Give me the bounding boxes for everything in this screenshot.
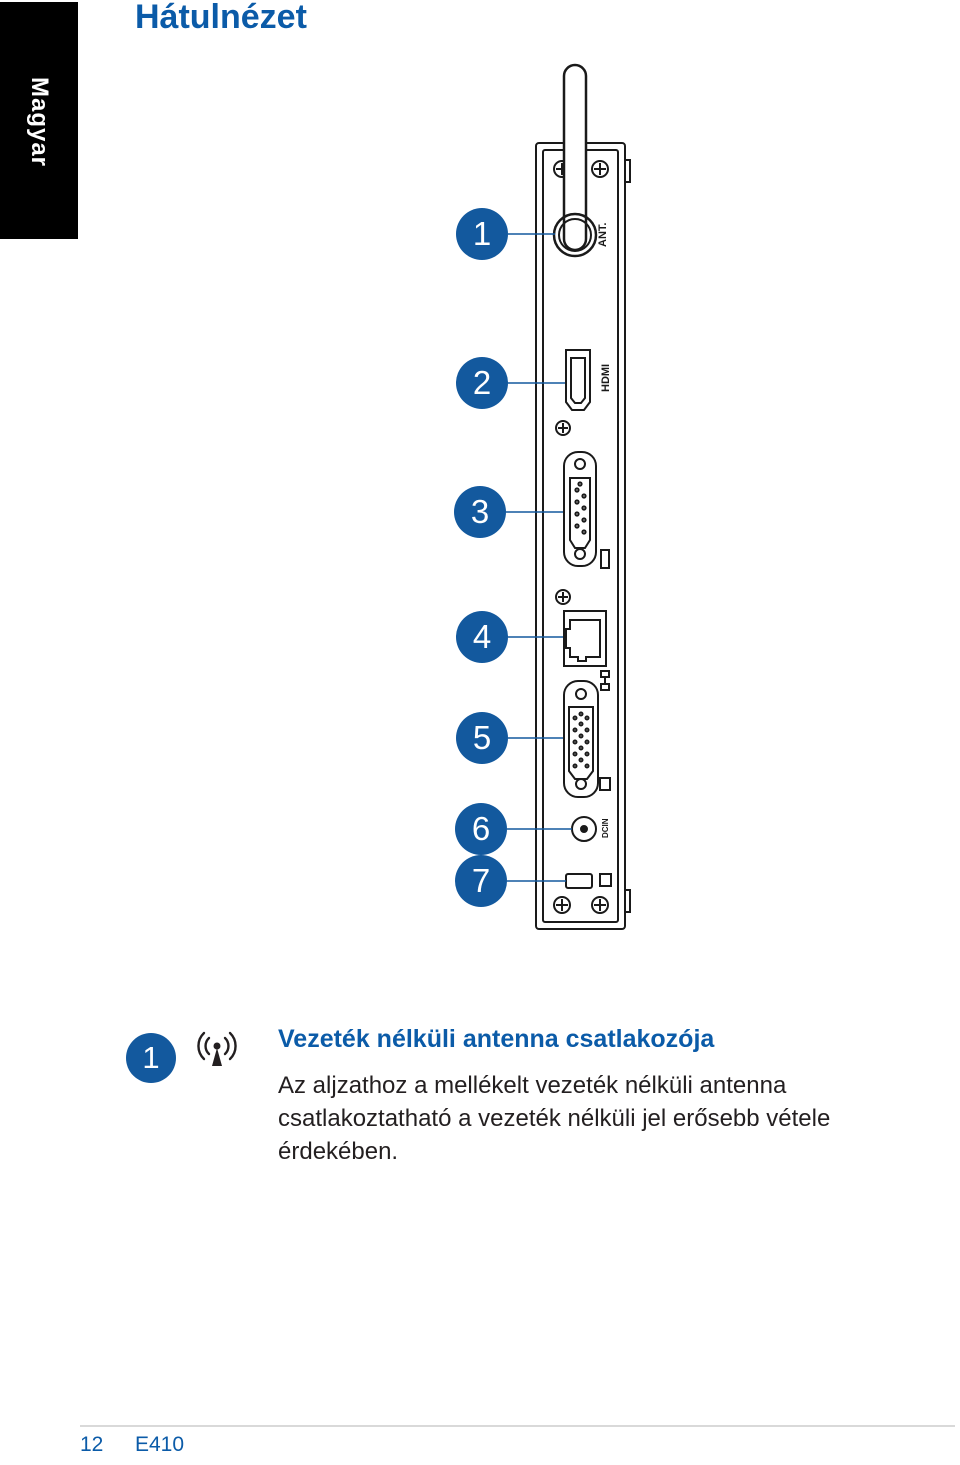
model-name: E410 <box>135 1433 185 1456</box>
device-rear-view: ANT. HDMI DCIN <box>506 63 631 930</box>
hdmi-port-icon <box>565 349 591 411</box>
chassis-inner <box>542 149 619 923</box>
com-label-icon <box>600 549 610 569</box>
callout-2: 2 <box>456 357 508 409</box>
chassis-outline <box>535 142 626 930</box>
hdmi-port-label: HDMI <box>600 364 612 392</box>
description-number-badge: 1 <box>126 1033 176 1083</box>
lock-symbol-icon <box>599 873 612 887</box>
callout-5: 5 <box>456 712 508 764</box>
chassis-side-tab-bottom <box>624 889 631 913</box>
dc-in-port-label: DCIN <box>601 818 610 838</box>
screw-icon <box>553 896 571 914</box>
kensington-lock-icon <box>565 873 593 889</box>
screw-icon <box>591 896 609 914</box>
screw-icon <box>555 420 571 436</box>
description-body: Az aljzathoz a mellékelt vezeték nélküli… <box>278 1072 831 1165</box>
callout-3: 3 <box>454 486 506 538</box>
monitor-symbol-icon <box>599 777 611 791</box>
screw-icon <box>555 589 571 605</box>
antenna-icon <box>552 63 598 258</box>
com-port-icon <box>563 451 597 567</box>
vga-port-icon <box>563 680 599 798</box>
screw-icon <box>591 160 609 178</box>
chassis-side-tab-top <box>624 159 631 183</box>
callout-6: 6 <box>455 803 507 855</box>
page-number: 12 <box>80 1433 104 1456</box>
dc-in-port-icon <box>571 816 597 842</box>
wireless-antenna-icon <box>197 1031 237 1066</box>
lan-port-icon <box>563 610 607 667</box>
network-symbol-icon <box>600 670 610 691</box>
callout-7: 7 <box>455 855 507 907</box>
callout-4: 4 <box>456 611 508 663</box>
description-title: Vezeték nélküli antenna csatlakozója <box>278 1025 715 1053</box>
callout-1: 1 <box>456 208 508 260</box>
language-tab: Magyar <box>0 2 78 239</box>
antenna-port-label: ANT. <box>597 223 609 247</box>
page-title: Hátulnézet <box>135 0 307 36</box>
footer-divider <box>80 1425 955 1427</box>
